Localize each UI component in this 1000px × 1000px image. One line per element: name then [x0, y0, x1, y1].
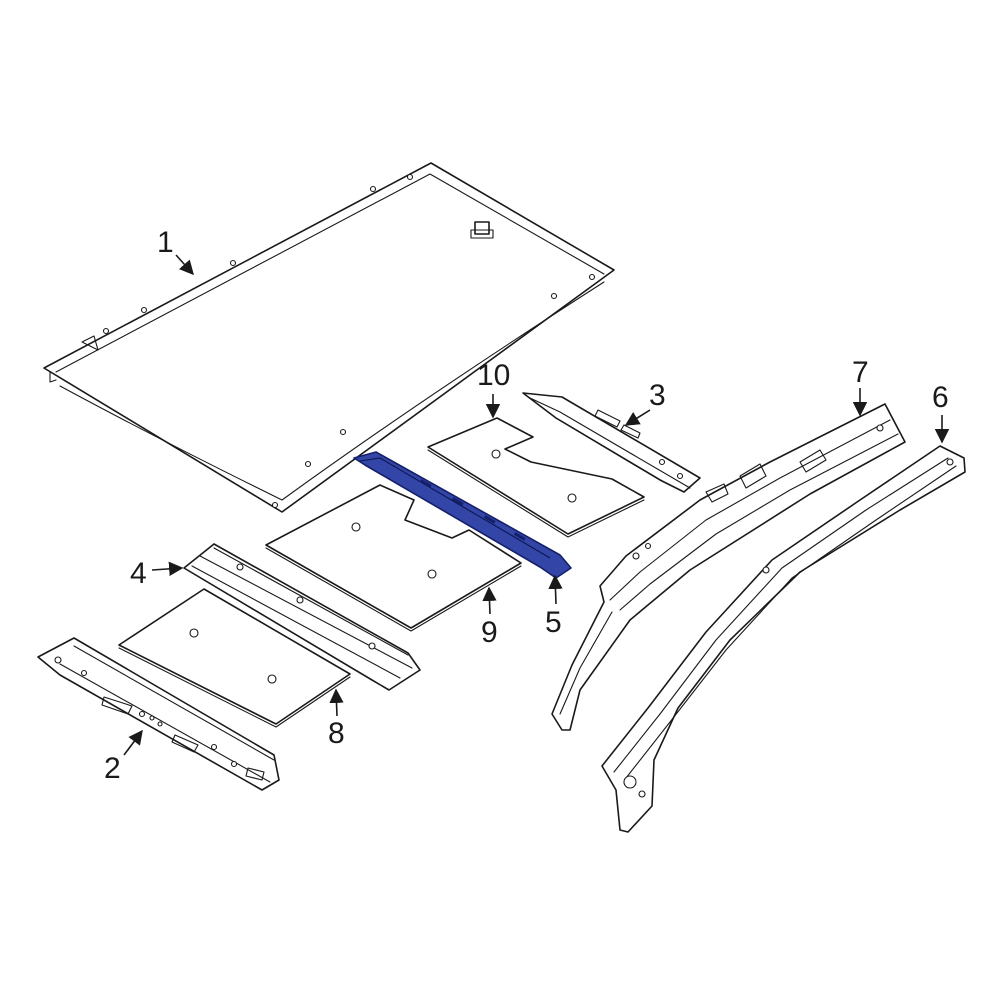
callout-3-label: 3 — [649, 379, 666, 412]
callout-9-label: 9 — [481, 616, 498, 649]
callout-5: 5 — [545, 574, 563, 639]
callout-8-label: 8 — [328, 717, 345, 750]
callout-1-label: 1 — [157, 226, 174, 259]
callout-6-label: 6 — [932, 381, 949, 414]
callout-6: 6 — [932, 381, 950, 444]
callout-2-label: 2 — [104, 752, 121, 785]
callout-8: 8 — [328, 688, 345, 750]
callout-10: 10 — [477, 359, 510, 419]
callout-4: 4 — [130, 557, 184, 590]
part-2-windshield-header[interactable] — [37, 637, 280, 791]
part-3-rear-roof-bow[interactable] — [522, 392, 701, 493]
callout-2: 2 — [104, 729, 143, 785]
part-10-rear-pad[interactable] — [427, 417, 645, 538]
callout-1: 1 — [157, 226, 194, 276]
callout-7: 7 — [852, 356, 869, 417]
part-1-roof-panel[interactable] — [43, 162, 615, 513]
callout-9: 9 — [481, 586, 498, 649]
callout-7-label: 7 — [852, 356, 869, 389]
callout-4-label: 4 — [130, 557, 147, 590]
callout-10-label: 10 — [477, 359, 510, 392]
callout-5-label: 5 — [545, 606, 562, 639]
part-4-front-roof-bow[interactable] — [183, 543, 421, 691]
part-8-front-pad[interactable] — [118, 588, 351, 728]
part-7-inner-roof-rail[interactable] — [551, 403, 906, 731]
part-5-roof-bow[interactable] — [353, 451, 572, 579]
part-6-outer-roof-rail[interactable] — [601, 445, 966, 833]
callout-3: 3 — [624, 379, 666, 426]
